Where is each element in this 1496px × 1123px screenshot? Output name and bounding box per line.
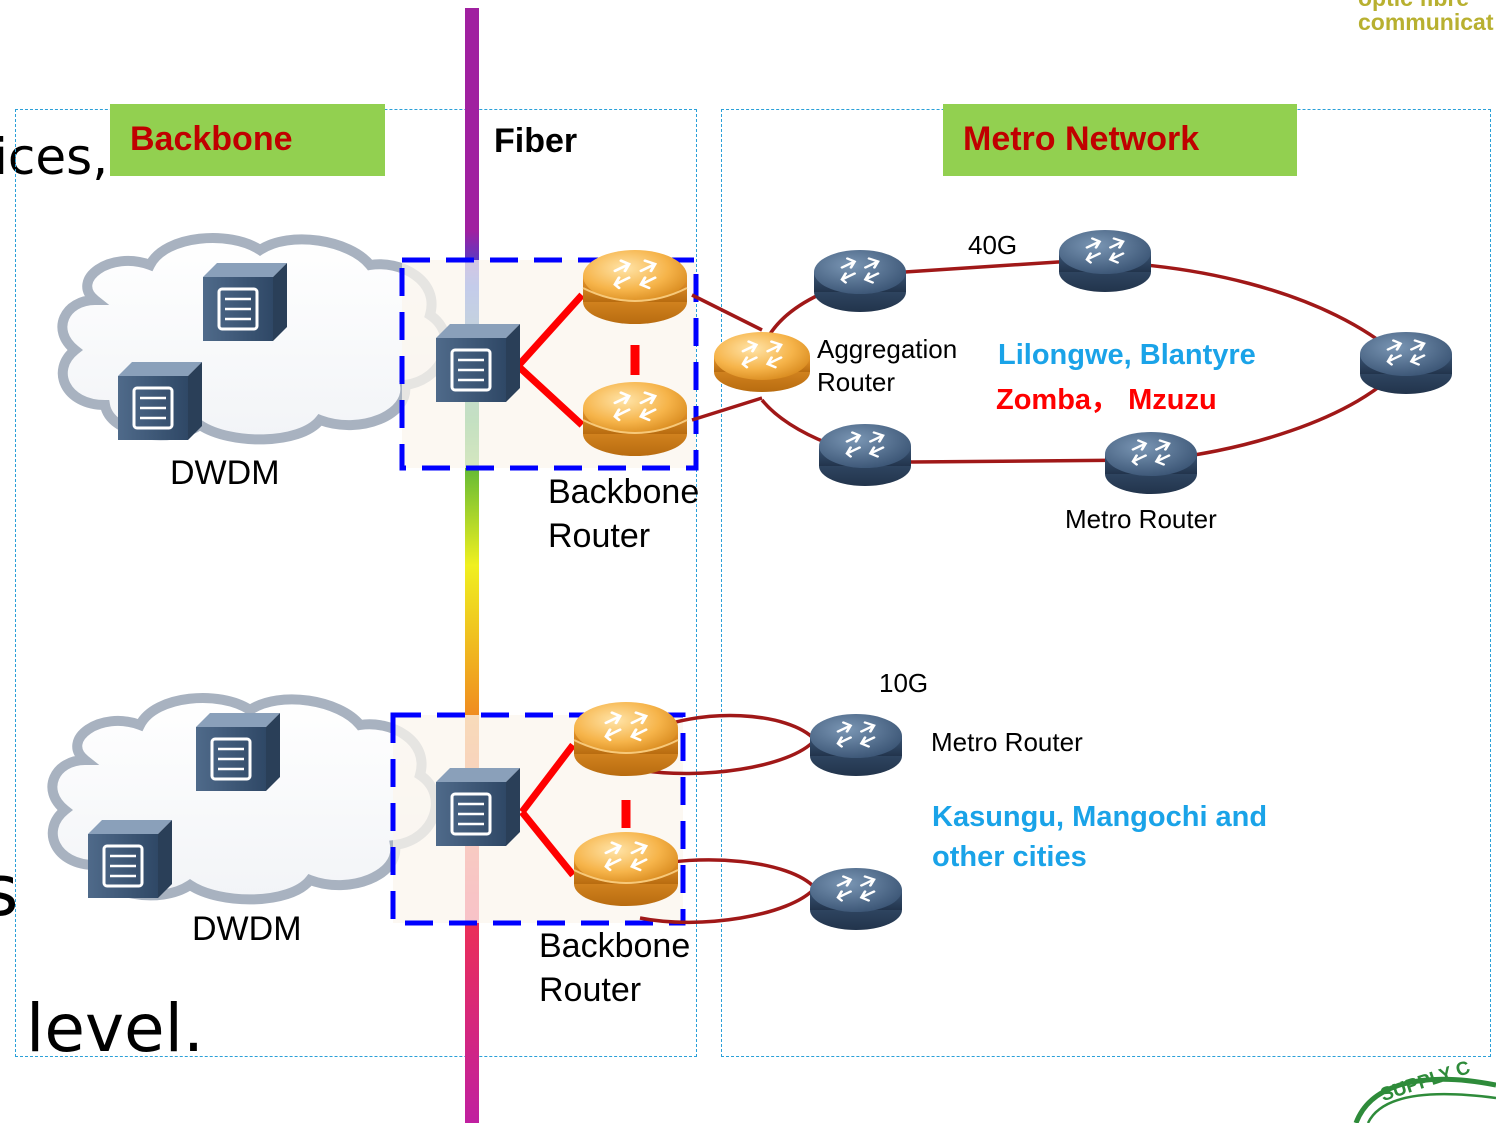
label-line: Router — [539, 971, 642, 1009]
cities-label-red: Zomba， Mzuzu — [996, 384, 1217, 416]
cities-label-blue: Lilongwe, Blantyre — [998, 339, 1256, 371]
fiber-line — [465, 8, 479, 1123]
backbone-router — [574, 702, 678, 776]
corner-logo: optic fibre communicat — [1358, 0, 1493, 34]
background-text-fragment: ices, — [0, 128, 109, 186]
dwdm-fiber-node — [434, 766, 522, 848]
backbone-router — [583, 250, 687, 324]
logo-line: communicat — [1358, 9, 1494, 35]
metro-router — [1059, 230, 1151, 292]
metro-router — [814, 250, 906, 312]
logo-line: optic fibre — [1358, 0, 1493, 10]
backbone-title: Backbone — [110, 104, 385, 176]
label-line: Kasungu, Mangochi and — [932, 801, 1268, 833]
metro-network-title: Metro Network — [943, 104, 1297, 176]
link-speed-40g: 40G — [968, 230, 1018, 260]
label-line: Router — [817, 367, 896, 397]
fiber-title: Fiber — [494, 122, 578, 160]
backbone-router-label: Backbone Router — [539, 924, 690, 1012]
dwdm-label: DWDM — [192, 910, 302, 948]
metro-router-label: Metro Router — [931, 727, 1083, 757]
aggregation-router — [714, 332, 810, 392]
backbone-router — [574, 832, 678, 906]
backbone-router — [583, 382, 687, 456]
cities-label-lower: Kasungu, Mangochi and other cities — [932, 797, 1267, 877]
backbone-router-label: Backbone Router — [548, 470, 699, 558]
metro-router — [1360, 332, 1452, 394]
metro-router-label: Metro Router — [1065, 504, 1217, 534]
aggregation-router-label: Aggregation Router — [817, 333, 957, 399]
dwdm-node — [201, 261, 289, 343]
dwdm-node — [194, 711, 282, 793]
label-line: Backbone — [539, 927, 691, 965]
metro-router — [810, 714, 902, 776]
background-text-fragment: level. — [26, 990, 204, 1067]
label-line: Backbone — [548, 473, 700, 511]
label-line: other cities — [932, 841, 1087, 873]
metro-router — [819, 424, 911, 486]
seal-mark — [1353, 1076, 1496, 1123]
dwdm-fiber-node — [434, 322, 522, 404]
dwdm-label: DWDM — [170, 454, 280, 492]
background-text-fragment: s — [0, 850, 19, 932]
label-line: Aggregation — [817, 334, 958, 364]
link-speed-10g: 10G — [879, 668, 929, 698]
metro-router — [810, 868, 902, 930]
dwdm-node — [86, 818, 174, 900]
dwdm-node — [116, 360, 204, 442]
label-line: Router — [548, 517, 651, 555]
metro-router — [1105, 432, 1197, 494]
